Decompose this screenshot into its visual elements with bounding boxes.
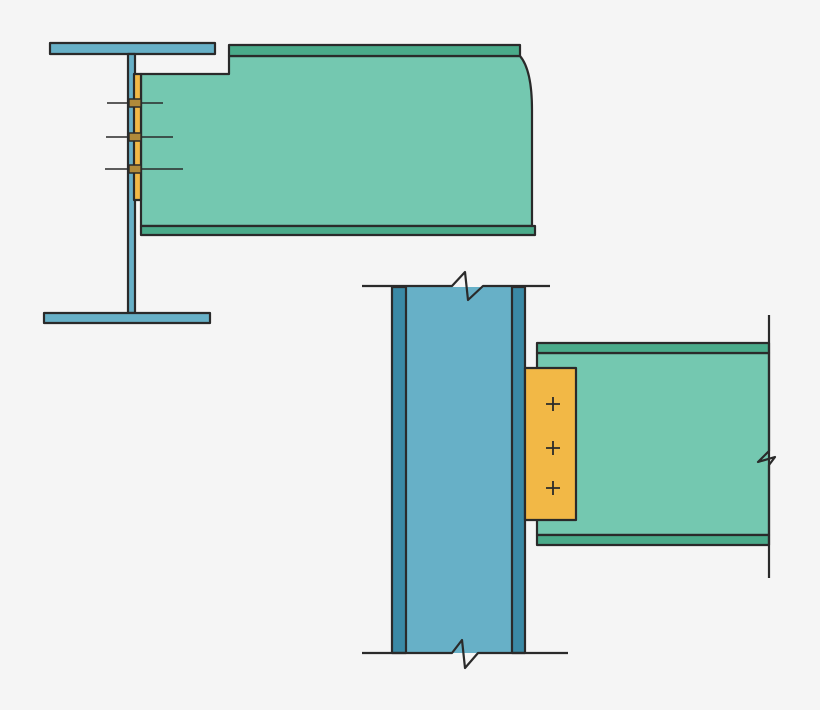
bolt-cross xyxy=(546,397,560,411)
column-top-break-line xyxy=(362,270,550,302)
top-connection-detail xyxy=(42,41,537,325)
bolts xyxy=(105,98,183,174)
beam-top-flange xyxy=(227,43,522,58)
bolt xyxy=(128,98,142,108)
beam-body xyxy=(139,54,534,228)
beam-bottom-flange xyxy=(535,533,771,547)
beam-bottom-flange xyxy=(139,224,537,237)
column-top-flange xyxy=(48,41,217,56)
column-bottom-flange xyxy=(42,311,212,325)
column-left-flange xyxy=(390,285,408,655)
bolt-cross xyxy=(546,481,560,495)
bolts xyxy=(546,397,560,495)
bolt xyxy=(128,132,142,142)
bolt xyxy=(128,164,142,174)
column-web xyxy=(406,287,512,653)
bolt-cross xyxy=(546,441,560,455)
column-bottom-break-line xyxy=(362,638,568,670)
fin-plate xyxy=(523,366,578,522)
beam-break-line xyxy=(756,315,777,578)
bottom-connection-detail xyxy=(362,270,777,670)
beam-top-flange xyxy=(535,341,771,355)
column-right-flange xyxy=(510,285,527,655)
